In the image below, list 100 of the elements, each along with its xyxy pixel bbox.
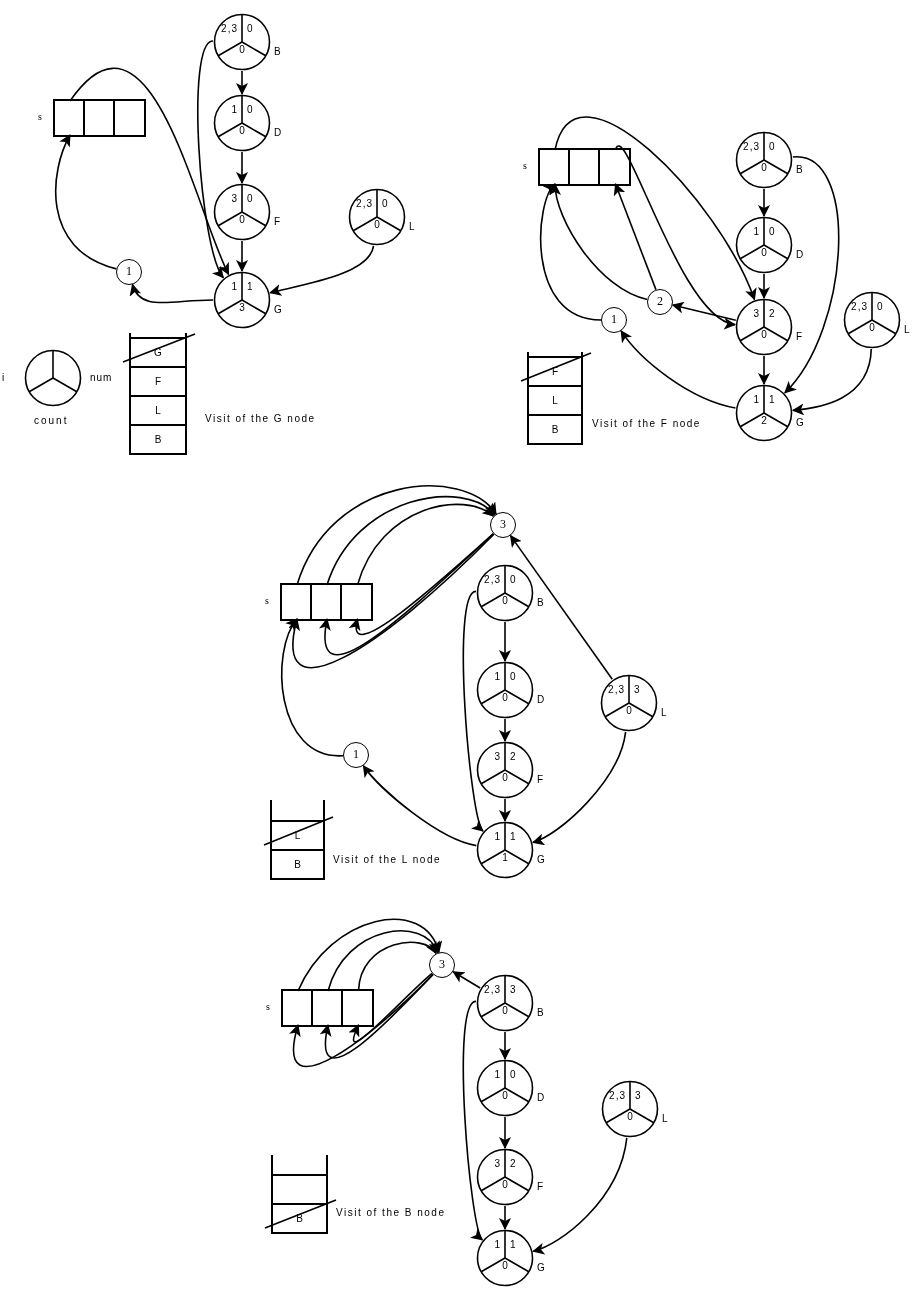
counter-circle: 2: [647, 289, 673, 315]
stack-cell: B: [272, 849, 323, 878]
node-value: 0: [877, 301, 884, 313]
arrow: [509, 534, 614, 681]
node-circle: [843, 291, 901, 349]
arrow: [499, 718, 511, 742]
arrow: [758, 355, 770, 385]
node-value: 0: [760, 247, 768, 259]
arrow: [327, 930, 439, 992]
arrow: [348, 972, 433, 1043]
node-name: L: [662, 1113, 668, 1125]
key-label: i: [2, 372, 6, 384]
node-name: B: [537, 1007, 544, 1019]
node-name: D: [537, 1092, 545, 1104]
node-value: 0: [247, 104, 254, 116]
node-value: 0: [510, 671, 517, 683]
node-name: L: [904, 324, 910, 336]
key-label: num: [90, 372, 113, 384]
node-value: 2: [769, 308, 776, 320]
arrow: [362, 764, 478, 847]
node-circle: [476, 974, 534, 1032]
arrow: [357, 941, 437, 992]
node-circle: [601, 1080, 659, 1138]
arrow: [784, 156, 840, 394]
arrow: [614, 145, 737, 327]
arrow: [296, 485, 497, 586]
arrow: [554, 116, 756, 301]
arrow: [54, 134, 118, 270]
arrow: [499, 798, 511, 822]
arrow: [236, 70, 248, 95]
arrow: [236, 151, 248, 184]
arrow: [319, 533, 495, 656]
arrow: [349, 532, 495, 636]
node-value: 1: [494, 1239, 501, 1251]
arrow: [356, 503, 495, 586]
stack-cell: B: [131, 424, 185, 453]
node-circle: [735, 131, 793, 189]
arrow: [758, 188, 770, 217]
arrow: [539, 183, 602, 321]
node-value: 0: [769, 141, 776, 153]
arrow: [297, 918, 441, 992]
node-name: F: [796, 331, 803, 343]
node-value: 0: [238, 125, 246, 137]
node-value: 0: [769, 226, 776, 238]
node-circle: [735, 384, 793, 442]
node-name: L: [661, 707, 667, 719]
arrow: [499, 1116, 511, 1149]
node-value: 2: [510, 1158, 517, 1170]
arrow: [671, 301, 737, 322]
counter-circle: 3: [490, 512, 516, 538]
node-value: 3: [753, 308, 760, 320]
caption: Visit of the F node: [592, 418, 701, 429]
node-value: 0: [373, 219, 381, 231]
node-value: 3: [238, 302, 246, 314]
node-value: 0: [501, 772, 509, 784]
array-box: [281, 989, 374, 1027]
node-name: L: [409, 221, 415, 233]
node-circle: [476, 741, 534, 799]
array-name: s: [266, 1001, 271, 1013]
node-circle: [476, 564, 534, 622]
arrow: [130, 283, 214, 304]
node-value: 0: [760, 162, 768, 174]
node-value: 0: [247, 23, 254, 35]
node-circle: [213, 94, 271, 152]
arrow: [791, 348, 873, 416]
node-circle: [476, 1059, 534, 1117]
node-value: 3: [635, 1090, 642, 1102]
node-name: D: [274, 127, 282, 139]
node-value: 1: [753, 394, 760, 406]
arrow: [326, 495, 496, 586]
node-value: 0: [868, 322, 876, 334]
node-value: 1: [510, 831, 517, 843]
node-value: 2,3: [743, 141, 760, 153]
node-value: 2,3: [608, 684, 625, 696]
node-circle: [476, 1148, 534, 1206]
arrow: [281, 618, 344, 757]
node-value: 2,3: [356, 198, 373, 210]
node-value: 0: [238, 44, 246, 56]
stack-cell: B: [529, 414, 581, 443]
node-value: 1: [769, 394, 776, 406]
node-name: G: [274, 304, 282, 316]
arrow: [320, 973, 434, 1059]
node-value: 2,3: [484, 574, 501, 586]
stack-frame: [270, 800, 325, 880]
node-value: 1: [231, 281, 238, 293]
node-circle: [213, 183, 271, 241]
stack-cell: F: [131, 366, 185, 395]
node-value: 0: [626, 1111, 634, 1123]
node-value: 1: [231, 104, 238, 116]
arrow: [550, 183, 649, 301]
arrow: [613, 183, 657, 291]
node-circle: [476, 661, 534, 719]
node-name: G: [537, 854, 545, 866]
arrow: [462, 590, 484, 833]
stack-cell: L: [272, 820, 323, 849]
node-value: 3: [634, 684, 641, 696]
arrow: [620, 330, 737, 409]
node-name: F: [537, 774, 544, 786]
node-name: D: [796, 249, 804, 261]
node-circle: [476, 821, 534, 879]
